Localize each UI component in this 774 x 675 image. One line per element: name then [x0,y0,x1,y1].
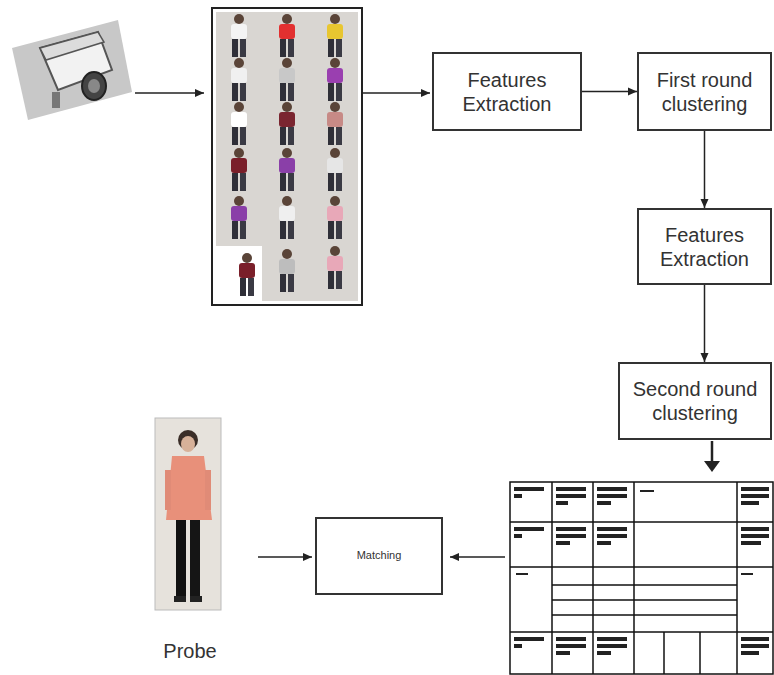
cluster-table [510,482,773,674]
box-label: Matching [357,549,402,562]
image-collage [212,8,362,305]
box-label: Features Extraction [647,223,762,271]
arrow [362,92,430,94]
box-label: First round clustering [647,68,762,116]
arrow [258,556,312,558]
arrow [450,556,505,558]
illegible-cell-text [514,487,769,655]
process-box: Second round clustering [618,362,772,440]
box-label: Second round clustering [628,377,762,425]
flow-arrow [704,285,706,362]
flow-arrow [582,91,637,93]
arrow [711,441,714,462]
box-label: Features Extraction [442,68,572,116]
probe-image [155,418,221,610]
arrow-head [704,461,720,472]
process-box: First round clustering [637,52,772,131]
arrow [135,92,204,94]
camera-icon [12,20,132,120]
process-box: Features Extraction [637,208,772,285]
process-box: Matching [315,517,443,595]
flow-arrow [704,131,706,208]
image-caption: Probe [163,640,216,663]
process-box: Features Extraction [432,52,582,131]
